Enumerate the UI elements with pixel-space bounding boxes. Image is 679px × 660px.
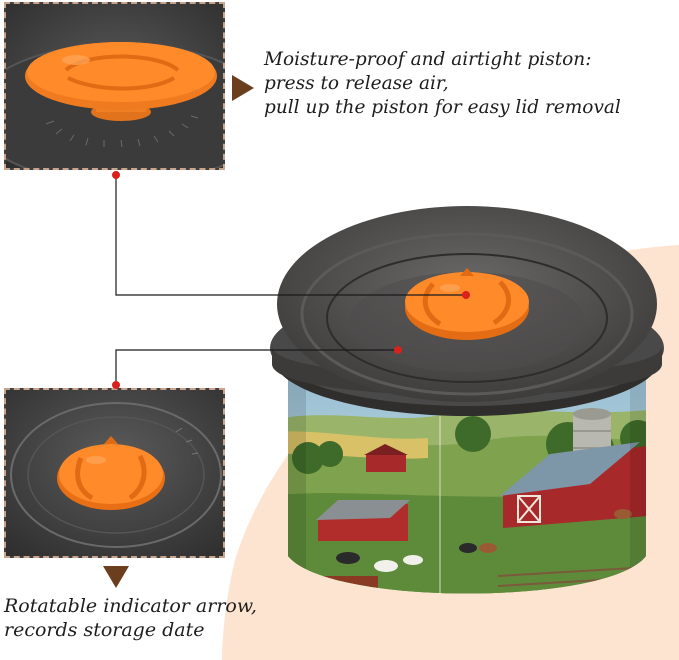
caption-arrow-right-icon [232,75,254,101]
piston-closeup-inset [4,2,225,170]
piston-closeup-image [6,4,223,168]
indicator-caption: Rotatable indicator arrow, records stora… [4,594,257,642]
caption-arrow-down-icon [103,566,129,588]
indicator-caption-line-2: records storage date [4,619,205,641]
piston-caption-line-1: Moisture-proof and airtight piston: [264,49,592,70]
canister-product-image [270,206,664,594]
indicator-closeup-inset [4,388,225,558]
piston-caption-line-3: pull up the piston for easy lid removal [264,97,621,118]
piston-caption: Moisture-proof and airtight piston: pres… [264,48,621,120]
indicator-caption-line-1: Rotatable indicator arrow, [4,595,257,617]
indicator-closeup-image [6,390,223,556]
piston-caption-line-2: press to release air, [264,73,449,94]
